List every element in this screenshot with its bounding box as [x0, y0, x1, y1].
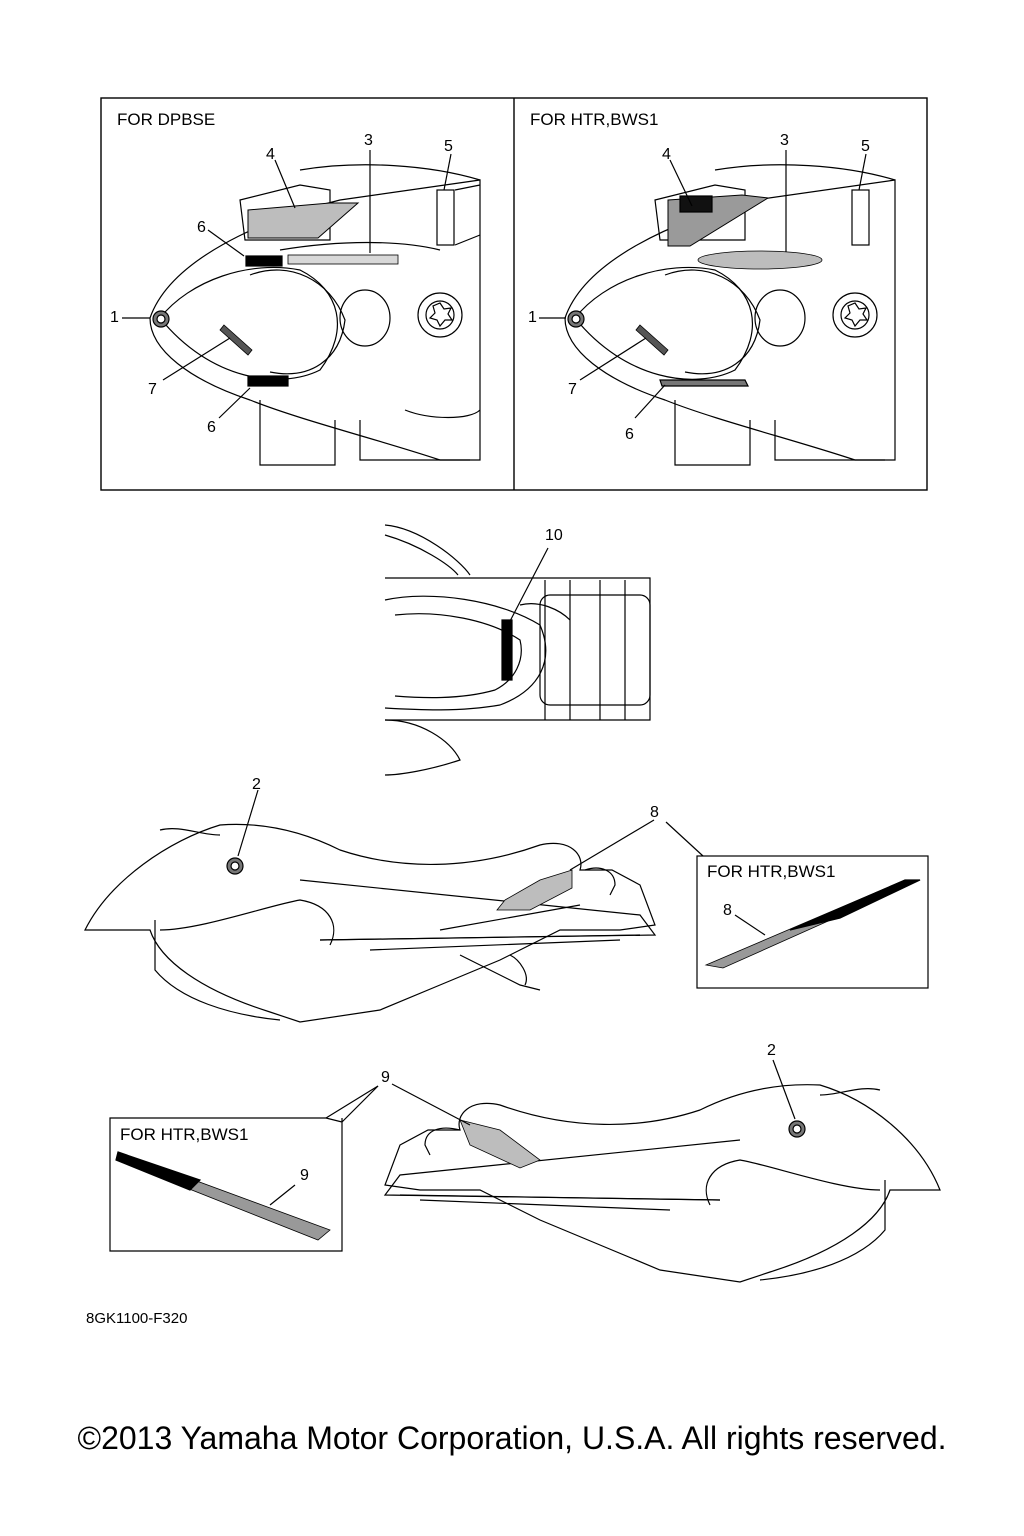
callout-10: 10: [545, 527, 563, 544]
decal-3: [287, 254, 399, 265]
callout-1-right: 1: [528, 309, 537, 326]
callout-9: 9: [381, 1069, 390, 1086]
decal-8: [496, 869, 573, 911]
callout-7-right: 7: [568, 381, 577, 398]
copyright-notice: ©2013 Yamaha Motor Corporation, U.S.A. A…: [77, 1420, 947, 1456]
callout-4-right: 4: [662, 146, 671, 163]
callout-6-upper: 6: [197, 219, 206, 236]
top-frame: [100, 97, 928, 491]
decal-9: [459, 1119, 541, 1169]
watercraft-top-view-htr: [539, 150, 896, 466]
watercraft-side-view-upper: [84, 789, 704, 1023]
callout-2-lower: 2: [767, 1042, 776, 1059]
decal-6-lower: [247, 375, 289, 387]
watercraft-side-view-lower: [341, 1059, 941, 1283]
panel-label-htr-bws1: FOR HTR,BWS1: [530, 110, 659, 129]
decal-7: [219, 324, 253, 356]
panel-label-dpbse: FOR DPBSE: [117, 110, 216, 129]
decal-3: [697, 250, 823, 270]
callout-2-upper: 2: [252, 776, 261, 793]
decal-10: [501, 619, 513, 681]
inset-decal-8: [696, 855, 929, 989]
callout-5: 5: [444, 138, 453, 155]
callout-4: 4: [266, 146, 275, 163]
callout-1: 1: [110, 309, 119, 326]
diagram-code: 8GK1100-F320: [86, 1310, 188, 1327]
inset-label-right: FOR HTR,BWS1: [707, 862, 836, 881]
callout-3: 3: [364, 132, 373, 149]
callout-6-lower: 6: [207, 419, 216, 436]
inset-decal-9: [109, 1085, 379, 1252]
decal-7: [635, 324, 669, 356]
callout-5-right: 5: [861, 138, 870, 155]
decal-6-upper: [245, 255, 283, 267]
callout-7: 7: [148, 381, 157, 398]
watercraft-top-view-dpbse: [122, 150, 481, 466]
deck-top-view: [384, 524, 651, 776]
callout-8-inset: 8: [723, 902, 732, 919]
decal-4: [247, 202, 360, 239]
callout-9-inset: 9: [300, 1167, 309, 1184]
decal-6: [659, 379, 749, 387]
callout-3-right: 3: [780, 132, 789, 149]
callout-8: 8: [650, 804, 659, 821]
inset-label-left: FOR HTR,BWS1: [120, 1125, 249, 1144]
callout-6-right: 6: [625, 426, 634, 443]
